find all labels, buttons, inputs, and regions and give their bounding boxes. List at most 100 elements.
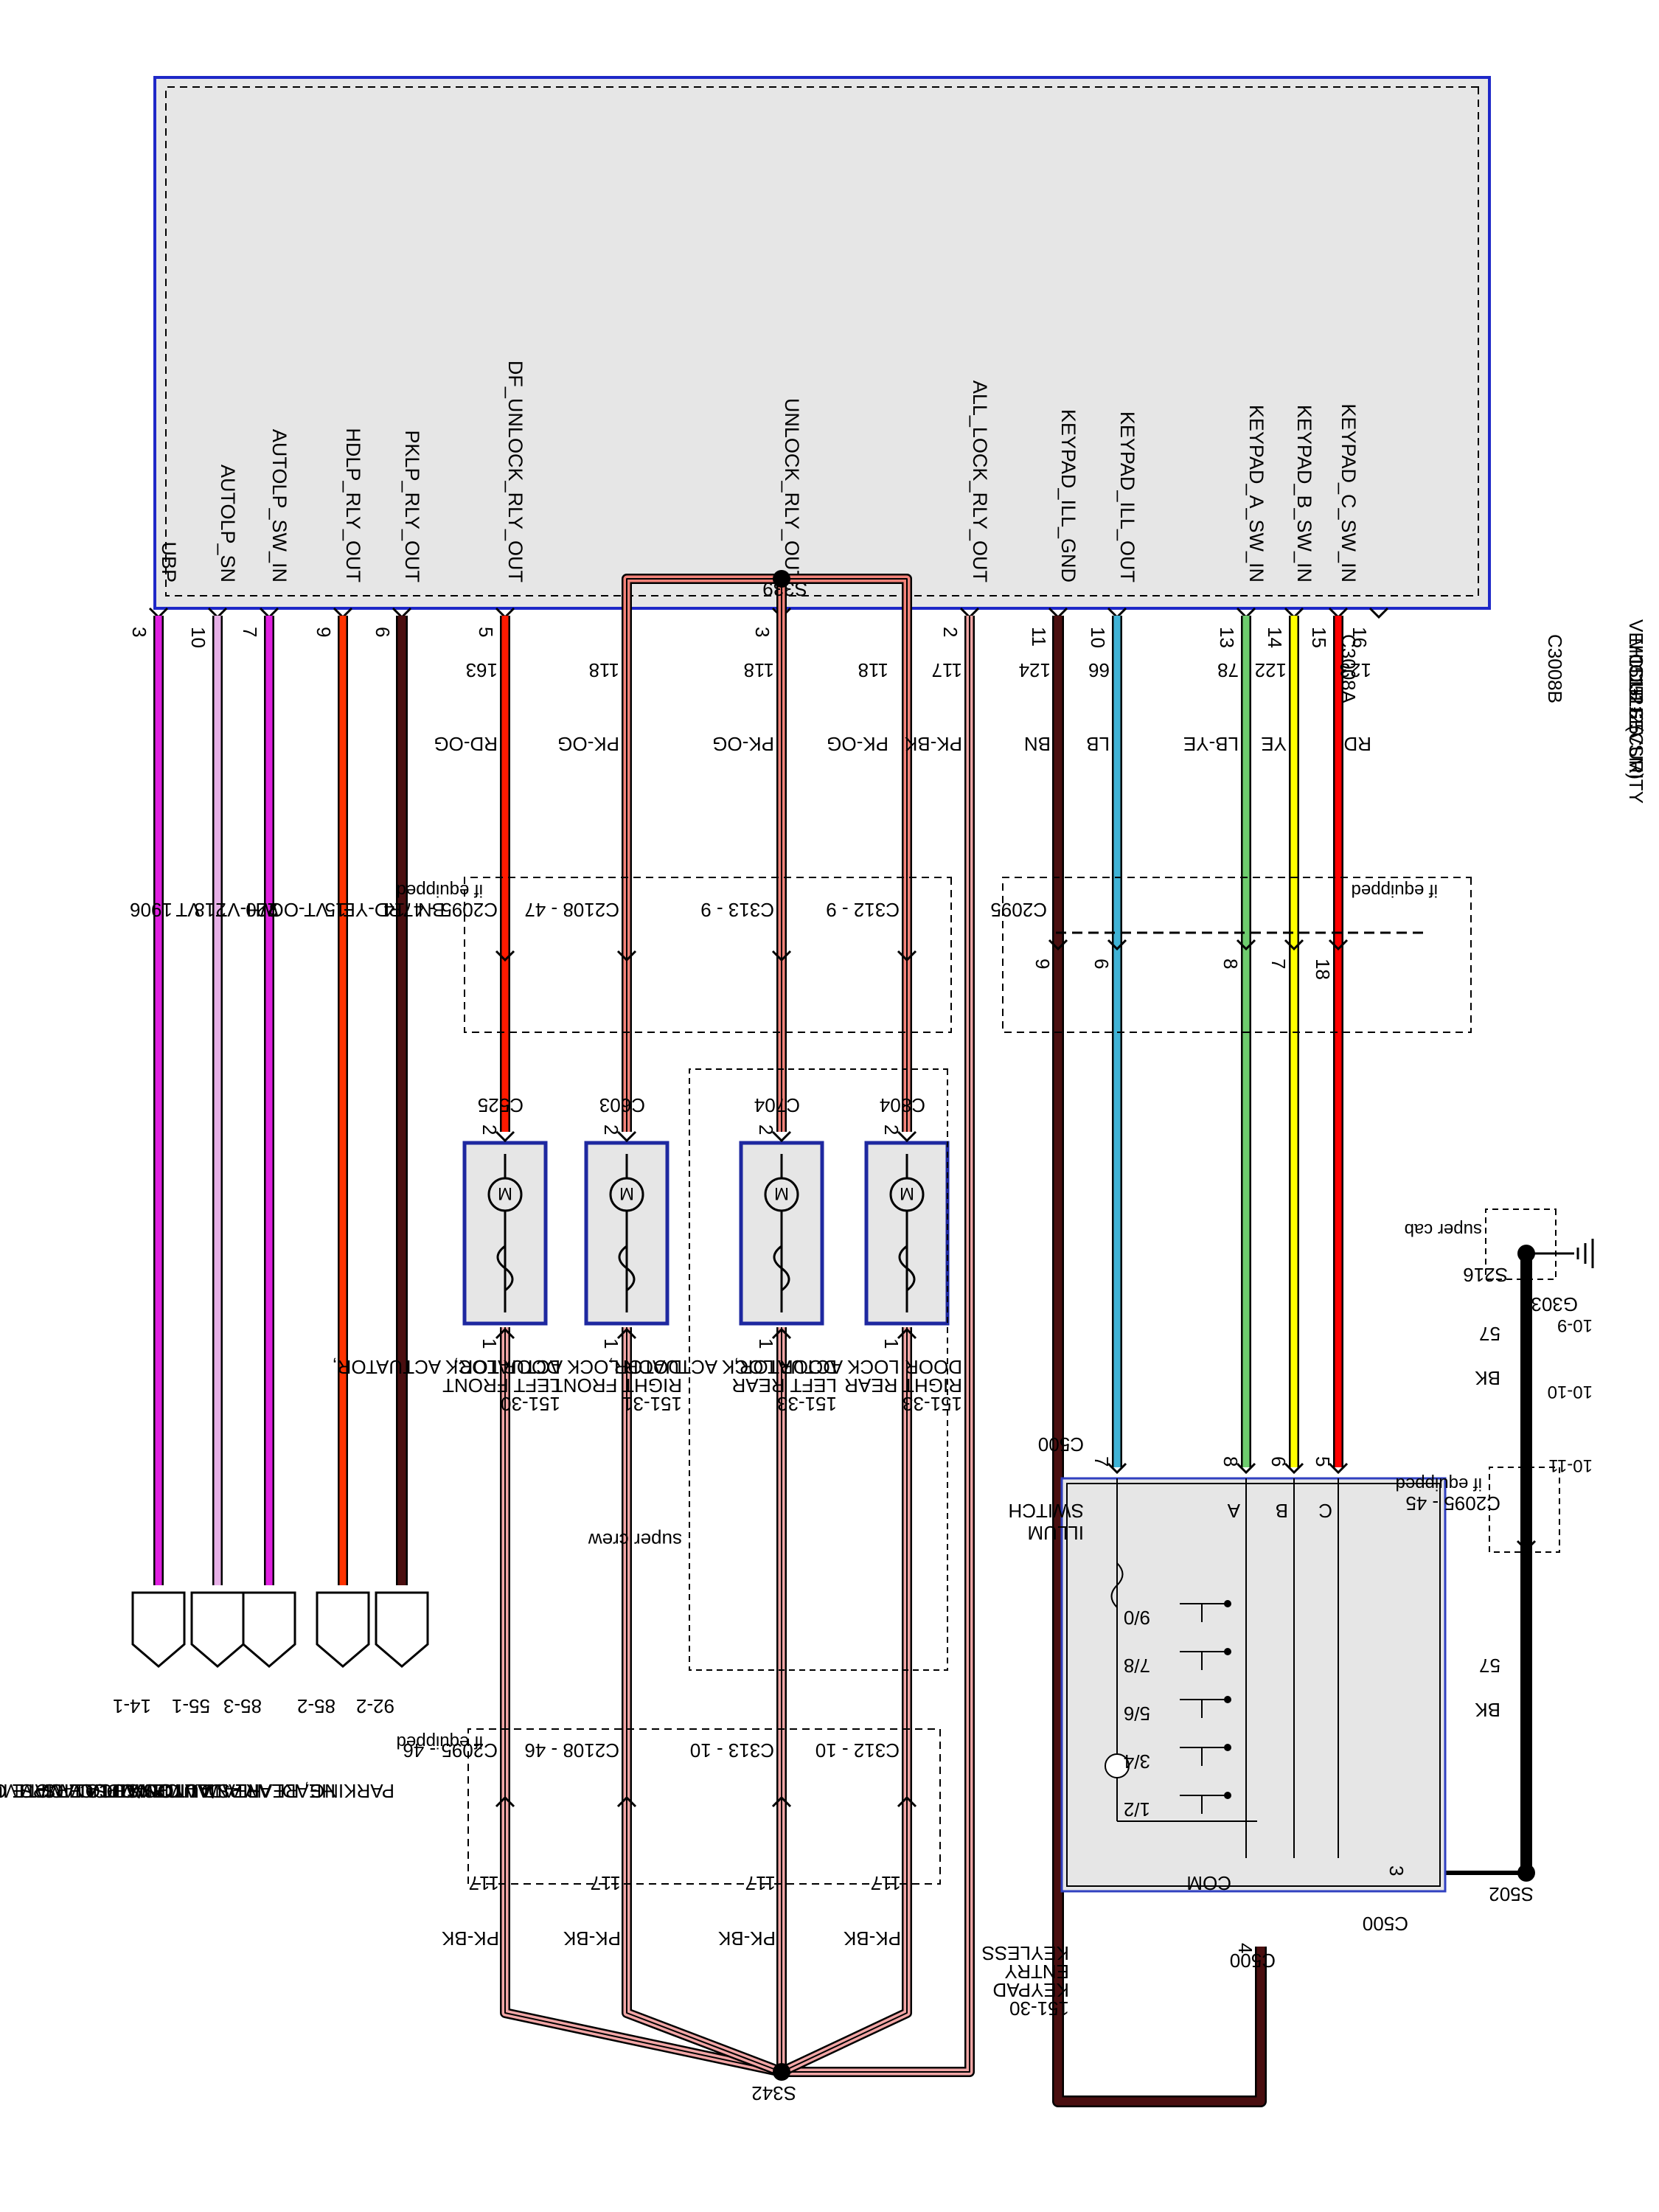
keypad-title-3: KEYPAD (992, 1979, 1069, 2001)
wire-117-lower-0-stripe (504, 1327, 782, 2073)
wire-123-circuit: 123 (1340, 659, 1371, 681)
inline-lower-label-0: C2095 - 46 (403, 1739, 498, 1761)
actuator-pin1-3: 1 (880, 1338, 902, 1349)
inline-upper-label-1: C2108 - 47 (524, 899, 619, 921)
splice-s339-dot (773, 570, 790, 588)
actuator-label-2-1: LEFT REAR (731, 1374, 837, 1397)
keypad-outer-box (1060, 1477, 1447, 1893)
wire-78-circuit: 78 (1217, 659, 1239, 681)
actuator-pin2-2: 2 (755, 1124, 777, 1135)
illum-lamp-icon (1105, 1753, 1130, 1778)
actuator-label-3-0: DOOR LOCK ACTUATOR, (734, 1356, 962, 1378)
wire-78-color: LB-YE (1183, 733, 1239, 755)
ground-inline-arrow (1516, 1540, 1537, 1552)
actuator-in-arrow-1 (616, 1130, 637, 1143)
wire-dest-circuit-0: 1906 (130, 899, 173, 921)
inline-upper-arrow-3 (897, 950, 917, 962)
wire-117-lower-0-outline (500, 1327, 783, 2077)
dest-connector-2 (242, 1591, 296, 1668)
switch-icon-2 (773, 1245, 790, 1292)
keypad-gnd-pin: 3 (1385, 1865, 1408, 1876)
actuator-label-3-1: RIGHT REAR (844, 1374, 962, 1397)
switch-icon-1 (618, 1245, 636, 1292)
actuator-label-1-2: 151-31 (622, 1393, 682, 1415)
lower-wire-color-1: PK-BK (563, 1927, 621, 1950)
keypad-button-label-3: 7/8 (1124, 1655, 1150, 1677)
inline-upper-label-0: C2095 - 47 (403, 899, 498, 921)
ground-inline-box (1489, 1467, 1560, 1553)
splice-s339-label: S339 (762, 578, 807, 600)
vsm-title-1: VEHICLE SECURITY (1625, 619, 1647, 804)
keypad-conn-arrow-3 (1328, 1462, 1349, 1475)
keypad-button-label-0: 1/2 (1124, 1798, 1150, 1820)
pin-signal-4: PKLP_RLY_OUT (401, 430, 423, 582)
wire-layer (153, 570, 1535, 2107)
illum-resistor-icon (1110, 1562, 1124, 1608)
connector-c3008b-label: C3008B (1544, 634, 1566, 703)
dest-code-3: 85-2 (297, 1695, 335, 1717)
wire-118-to-rf-stripe (626, 578, 782, 1132)
actuator-in-arrow-2 (771, 1130, 792, 1143)
ground-ref-2: 10-11 (1548, 1455, 1593, 1475)
keypad-layer: SWITCHILLUMKEYLESSENTRYKEYPAD151-30C5007… (981, 1433, 1447, 2020)
inline-upper-box (464, 877, 952, 1033)
splice-s342-label: S342 (751, 2082, 796, 2104)
super-cab-label: super cab (1405, 1220, 1482, 1239)
pin-number-6: 3 (751, 627, 773, 637)
actuator-label-0-0: DOOR LOCK ACTUATOR, (332, 1356, 560, 1378)
keypad-row-1: B (1276, 1500, 1288, 1522)
motor-icon-0 (487, 1177, 523, 1212)
splice-s216-label: S216 (1463, 1264, 1508, 1286)
wire-163-circuit: 163 (466, 659, 498, 681)
pin-signal-5: DF_UNLOCK_RLY_OUT (504, 361, 526, 582)
keypad-inline-arrow-2 (1236, 939, 1256, 951)
ground-wire-circuit: 57 (1479, 1323, 1500, 1345)
pin-number-0: 3 (128, 627, 150, 637)
dest-connector-1 (190, 1591, 245, 1668)
keypad-gnd-conn-com: C500 (1230, 1950, 1276, 1972)
keypad-row-0: A (1227, 1500, 1240, 1522)
dest-name-3: HEADLAMPS/AUTOLAMPS (94, 1780, 335, 1802)
keypad-conn-pin-2: 6 (1267, 1456, 1290, 1467)
actuator-label-1-1: RIGHT FRONT (552, 1374, 682, 1397)
ground-ref-1: 10-10 (1548, 1382, 1593, 1402)
ground-wire-color-2: BK (1475, 1699, 1500, 1721)
keypad-title-4: 151-30 (1009, 1997, 1069, 2020)
keypad-inline-arrow-3 (1284, 939, 1304, 951)
door-lock-actuator-2: M (739, 1141, 824, 1326)
wire-117-lower-0 (501, 1327, 782, 2076)
super-crew-label: super crew (588, 1529, 682, 1551)
pin-signal-1: AUTOLP_SN (217, 465, 239, 582)
ground-inline-label: C2095 - 45 (1405, 1492, 1500, 1514)
keypad-conn-arrow-0 (1107, 1462, 1127, 1475)
motor-letter-3: M (900, 1183, 914, 1203)
actuator-pin1-1: 1 (600, 1338, 622, 1349)
wire-66-color: LB (1086, 733, 1110, 755)
inline-lower-arrow-3 (897, 1795, 917, 1808)
lower-wire-color-0: PK-BK (441, 1927, 499, 1950)
dest-name-4: PARKING, REAR AND LICENSE LAMPS (44, 1780, 394, 1802)
dest-name-2: HEADLAMPS/AUTOLAMPS (20, 1780, 262, 1802)
lower-wire-color-2: PK-BK (717, 1927, 776, 1950)
ground-symbol-icon (1526, 1239, 1594, 1268)
actuator-conn-0: C525 (478, 1094, 524, 1116)
keypad-inline-pin-4: 18 (1312, 959, 1334, 980)
keypad-inline-pin-3: 7 (1267, 959, 1290, 969)
actuator-pin2-0: 2 (479, 1124, 501, 1135)
splice-s502-label: S502 (1489, 1883, 1534, 1905)
pin-signal-12: KEYPAD_C_SW_IN (1338, 403, 1360, 582)
super-crew-box (689, 1068, 948, 1671)
switch-icon-0 (496, 1245, 514, 1292)
wire-117-lower-3-stripe (781, 1327, 908, 2073)
keypad-button-node-3 (1224, 1648, 1231, 1655)
keypad-inline-pin-1: 6 (1091, 959, 1113, 969)
actuator-pin2-3: 2 (880, 1124, 902, 1135)
wire-118a-color: PK-OG (557, 733, 619, 755)
ground-wire-color: BK (1475, 1367, 1500, 1389)
actuator-out-arrow-0 (495, 1327, 515, 1340)
keypad-row-2: C (1318, 1500, 1332, 1522)
